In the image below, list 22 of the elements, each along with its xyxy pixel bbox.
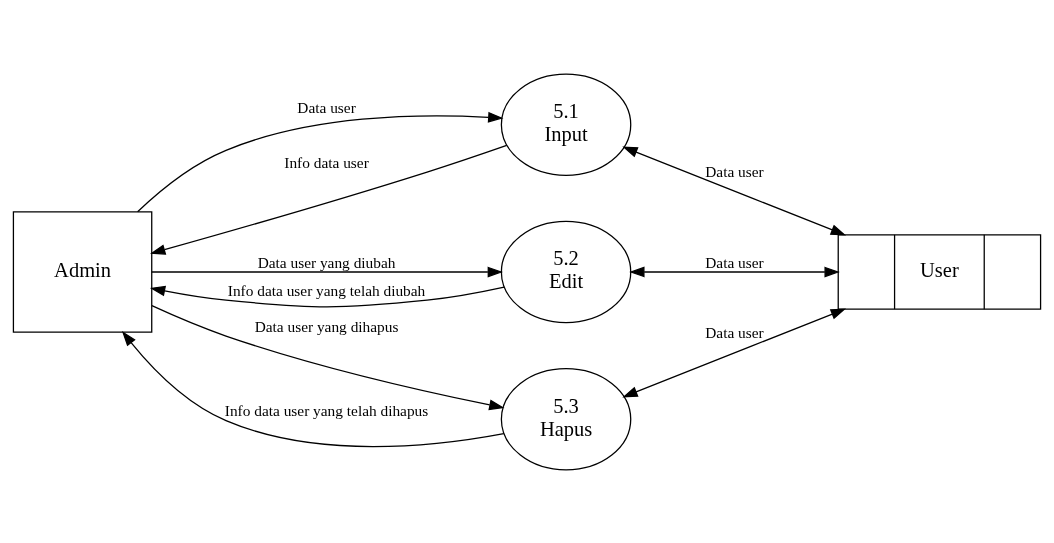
node-box: Admin — [12, 210, 153, 333]
edge-label: Data user — [297, 98, 356, 116]
edge-label: Data user — [705, 253, 764, 271]
edge-label: Data user — [705, 162, 764, 180]
node-ellipse: 5.3 Hapus — [500, 367, 632, 470]
arrow — [151, 266, 503, 277]
arrow — [121, 330, 505, 447]
arrow — [629, 266, 840, 277]
arrow — [622, 146, 847, 235]
edge-label: Data user yang dihapus — [254, 317, 399, 335]
node-ellipse: 5.2 Edit — [500, 220, 632, 323]
edge-label: Data user — [705, 323, 764, 341]
arrow — [151, 304, 505, 410]
arrow — [622, 308, 847, 397]
arrow — [136, 111, 504, 212]
arrow — [150, 144, 508, 255]
node-ellipse: 5.1 Input — [500, 73, 632, 176]
edge-label: Info data user yang telah diubah — [227, 281, 426, 299]
edge-label: Info data user yang telah dihapus — [224, 401, 429, 419]
arrow — [149, 285, 505, 307]
edge-label: Data user yang diubah — [257, 253, 396, 271]
edge-label: Info data user — [284, 153, 369, 171]
